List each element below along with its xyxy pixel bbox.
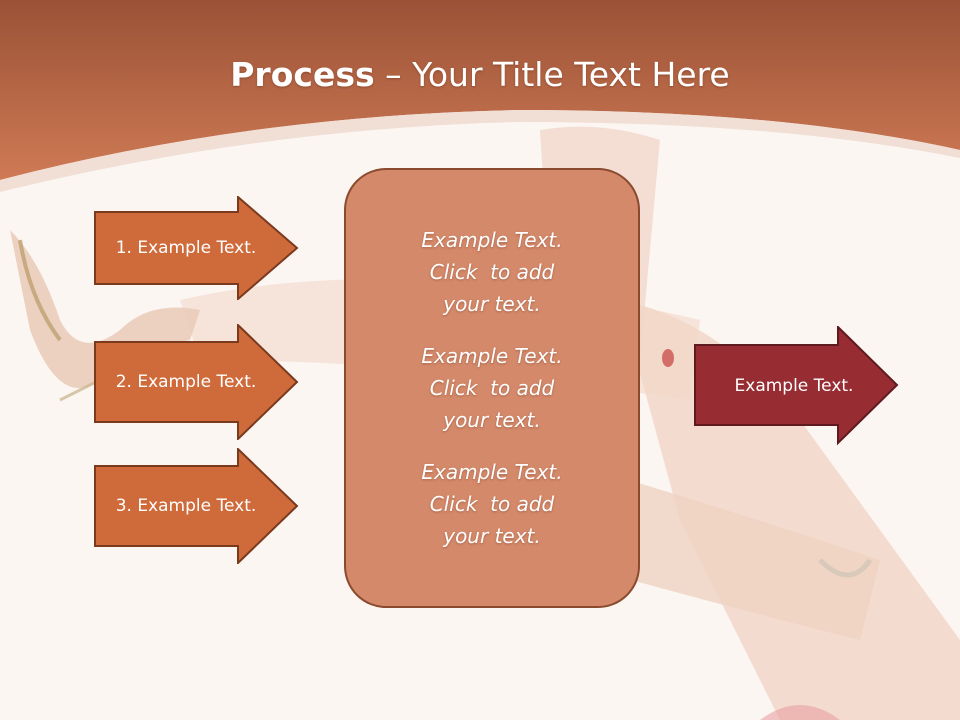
arrow-result-label: Example Text. (734, 376, 854, 396)
arrow-step-2-label: 2. Example Text. (115, 372, 257, 392)
center-block-line: your text. (443, 292, 541, 316)
arrow-step-1[interactable]: 1. Example Text. (94, 196, 299, 300)
arrow-step-2[interactable]: 2. Example Text. (94, 324, 299, 440)
center-block-line: Click to add (429, 376, 555, 400)
arrow-shape (94, 448, 299, 564)
page-title: Process – Your Title Text Here (0, 50, 960, 100)
arrow-step-3[interactable]: 3. Example Text. (94, 448, 299, 564)
title-rest: – Your Title Text Here (374, 55, 730, 94)
arrow-shape (694, 326, 899, 446)
center-block-line: Click to add (429, 492, 555, 516)
center-block-line: your text. (443, 408, 541, 432)
center-block-3: Example Text. Click to add your text. (421, 456, 562, 552)
arrow-shape (94, 196, 299, 300)
center-block-line: Example Text. (421, 228, 563, 252)
center-text-box[interactable]: Example Text. Click to add your text. Ex… (344, 168, 640, 608)
center-block-line: Click to add (429, 260, 555, 284)
center-block-line: your text. (443, 524, 541, 548)
center-block-line: Example Text. (421, 344, 563, 368)
center-block-1: Example Text. Click to add your text. (421, 224, 562, 320)
arrow-step-1-label: 1. Example Text. (115, 238, 257, 258)
center-block-line: Example Text. (421, 460, 563, 484)
center-block-2: Example Text. Click to add your text. (421, 340, 562, 436)
arrow-result[interactable]: Example Text. (694, 326, 900, 446)
arrow-step-3-label: 3. Example Text. (115, 496, 257, 516)
title-bold: Process (230, 55, 375, 94)
arrow-shape (94, 324, 299, 440)
